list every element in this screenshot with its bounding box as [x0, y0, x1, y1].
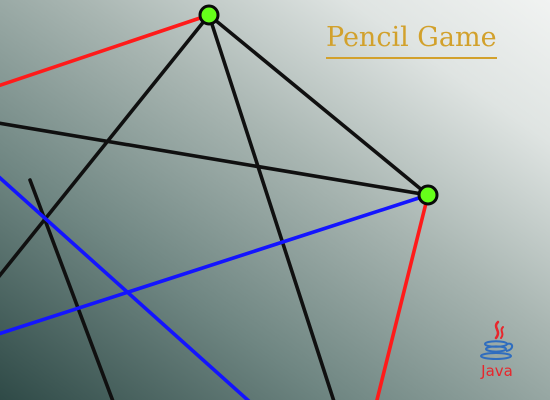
node-top[interactable] [198, 4, 220, 26]
line-black-top-down-left[interactable] [0, 13, 211, 300]
java-label: Java [481, 362, 513, 380]
nodes-layer [198, 4, 439, 206]
line-red-right[interactable] [372, 193, 430, 400]
line-black-top-right[interactable] [207, 13, 430, 197]
line-black-top-down-right[interactable] [207, 13, 340, 400]
line-black-left-edge[interactable] [28, 178, 120, 400]
line-blue-lower[interactable] [0, 160, 270, 400]
node-right[interactable] [417, 184, 439, 206]
java-coffee-cup-icon [480, 320, 514, 360]
game-title: Pencil Game [326, 22, 497, 59]
java-logo: Java [474, 318, 520, 384]
line-blue-upper[interactable] [0, 193, 430, 340]
lines-layer [0, 13, 430, 400]
line-black-left-right[interactable] [0, 120, 430, 197]
line-red-top-left[interactable] [0, 13, 211, 92]
